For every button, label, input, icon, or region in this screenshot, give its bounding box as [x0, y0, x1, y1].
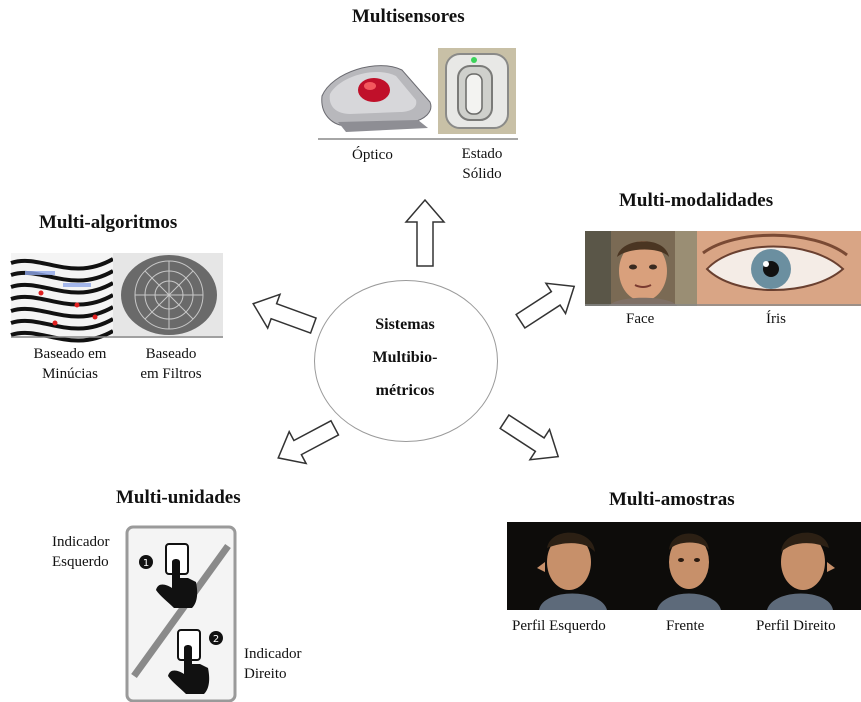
multi-modalidades-title: Multi-modalidades [619, 190, 774, 211]
multi-amostras-image [507, 522, 861, 610]
caption-perfil-direito: Perfil Direito [756, 618, 836, 634]
caption-filtros: Baseado em Filtros [124, 344, 218, 384]
caption-iris: Íris [766, 311, 786, 327]
fingerprint-minutiae-icon [10, 253, 114, 343]
left-profile-photo-icon [537, 532, 607, 610]
caption-face: Face [626, 311, 655, 327]
caption-baseado-em: Baseado em [33, 346, 107, 362]
multisensores-image [318, 44, 518, 140]
caption-perfil-esquerdo: Perfil Esquerdo [512, 618, 606, 634]
left-index-finger-icon: 1 [139, 543, 198, 608]
face-photo-icon [585, 231, 697, 306]
center-label-line2: Multibio- [372, 349, 438, 366]
multi-algoritmos-title: Multi-algoritmos [39, 212, 178, 233]
caption-frente: Frente [666, 618, 705, 634]
caption-minucias: Baseado em Minúcias [20, 344, 120, 384]
fingerprint-filter-icon [113, 253, 223, 338]
label-indicador-bottom: Indicador [244, 646, 302, 662]
right-profile-photo-icon [767, 532, 835, 610]
arrow-downleft-icon [277, 419, 340, 465]
multi-modalidades-image [585, 231, 861, 306]
caption-em-filtros: em Filtros [140, 366, 202, 382]
multi-unidades-title: Multi-unidades [116, 487, 241, 508]
caption-baseado: Baseado [145, 346, 197, 362]
multi-amostras-title: Multi-amostras [609, 489, 735, 510]
center-label-line3: métricos [375, 382, 435, 399]
center-label-line1: Sistemas [375, 316, 435, 333]
center-label: Sistemas Multibio- métricos [330, 308, 480, 407]
caption-estado: Estado [461, 146, 503, 162]
label-direito: Direito [244, 666, 287, 682]
label-indicador-esquerdo: Indicador Esquerdo [52, 532, 109, 572]
label-indicador-direito: Indicador Direito [244, 644, 301, 684]
center-ellipse [314, 280, 498, 442]
right-index-finger-icon: 2 [168, 629, 223, 694]
arrow-upright-icon [515, 282, 576, 329]
optical-scanner-icon [321, 65, 432, 132]
multi-unidades-image: 1 2 [125, 525, 237, 702]
front-face-photo-icon [657, 533, 721, 610]
multi-algoritmos-image [10, 253, 223, 343]
caption-minucias-word: Minúcias [42, 366, 98, 382]
caption-estado-solido: Estado Sólido [448, 144, 516, 184]
arrow-downright-icon [499, 414, 560, 461]
caption-solido: Sólido [462, 166, 502, 182]
caption-optico: Óptico [352, 147, 393, 163]
badge-two: 2 [213, 634, 219, 645]
arrow-up-icon [404, 198, 446, 267]
iris-photo-icon [697, 231, 861, 306]
badge-one: 1 [143, 558, 149, 569]
label-esquerdo: Esquerdo [52, 554, 109, 570]
multisensores-title: Multisensores [352, 6, 465, 27]
solid-state-sensor-icon [438, 48, 516, 134]
arrow-upleft-icon [252, 293, 318, 335]
label-indicador-top: Indicador [52, 534, 110, 550]
